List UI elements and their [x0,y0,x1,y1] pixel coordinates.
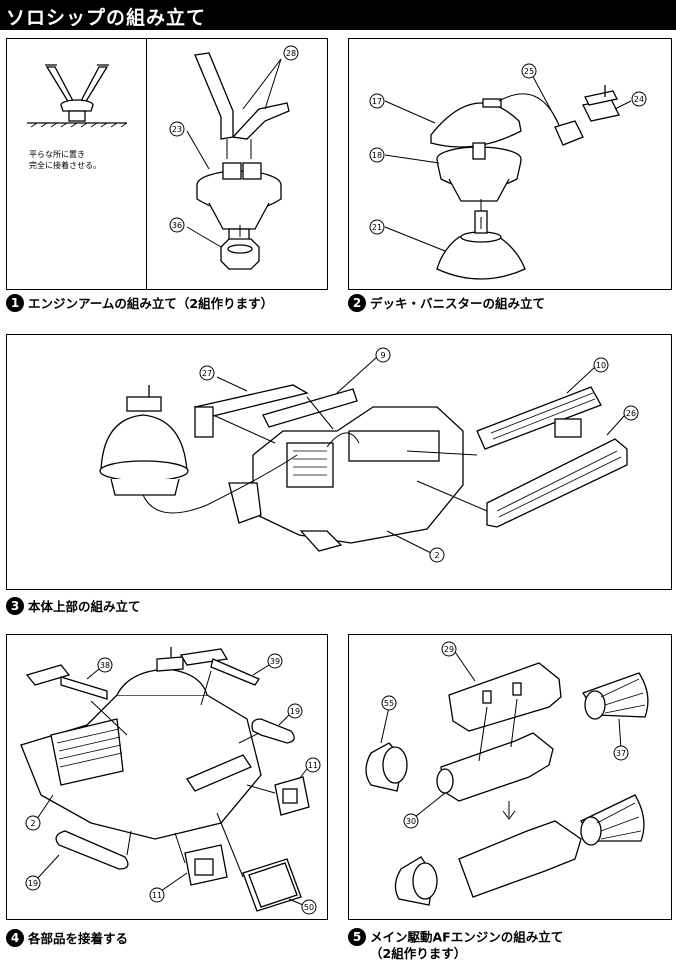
placement-note: 平らな所に置き 完全に接着させる。 [29,150,101,170]
panel-1-engine-arm: 28 23 36 [146,38,328,290]
panel-3-upper-body: 27 9 10 26 2 [6,334,672,590]
engine-arm-diagram: 28 23 36 [169,45,299,270]
upper-body-diagram: 27 9 10 26 2 [99,347,639,563]
panel-2-deck-banister: 17 25 24 18 21 [348,38,672,290]
af-engine-diagram: 29 55 37 30 [365,641,649,906]
panel-5-af-engine: 29 55 37 30 [348,634,672,920]
part-label: 37 [616,749,626,758]
flat-placement-illustration [27,64,128,128]
part-label: 21 [372,223,382,232]
part-label: 36 [172,221,182,230]
part-label: 38 [100,661,110,670]
part-label: 11 [152,891,162,900]
part-label: 25 [524,67,534,76]
part-label: 30 [406,817,416,826]
panel-1-detail: 平らな所に置き 完全に接着させる。 [6,38,148,290]
part-label: 24 [634,95,644,104]
attach-parts-diagram: 38 39 19 11 2 19 11 50 [20,647,321,915]
part-label: 11 [308,761,318,770]
part-label: 55 [384,699,394,708]
part-label: 27 [202,369,212,378]
part-label: 17 [372,97,382,106]
title-bar: ソロシップの組み立て [0,0,676,30]
part-label: 9 [380,351,385,360]
part-label: 28 [286,49,296,58]
part-label: 29 [444,645,454,654]
part-label: 19 [28,879,38,888]
part-label: 18 [372,151,382,160]
part-label: 23 [172,125,182,134]
part-label: 39 [270,657,280,666]
deck-banister-diagram: 17 25 24 18 21 [369,63,647,280]
page-title: ソロシップの組み立て [6,7,207,29]
part-label: 2 [30,819,35,828]
panel-4-attach-parts: 38 39 19 11 2 19 11 50 [6,634,328,920]
part-label: 2 [434,551,439,560]
part-label: 19 [290,707,300,716]
part-label: 26 [626,409,636,418]
part-label: 50 [304,903,314,912]
part-label: 10 [596,361,606,370]
